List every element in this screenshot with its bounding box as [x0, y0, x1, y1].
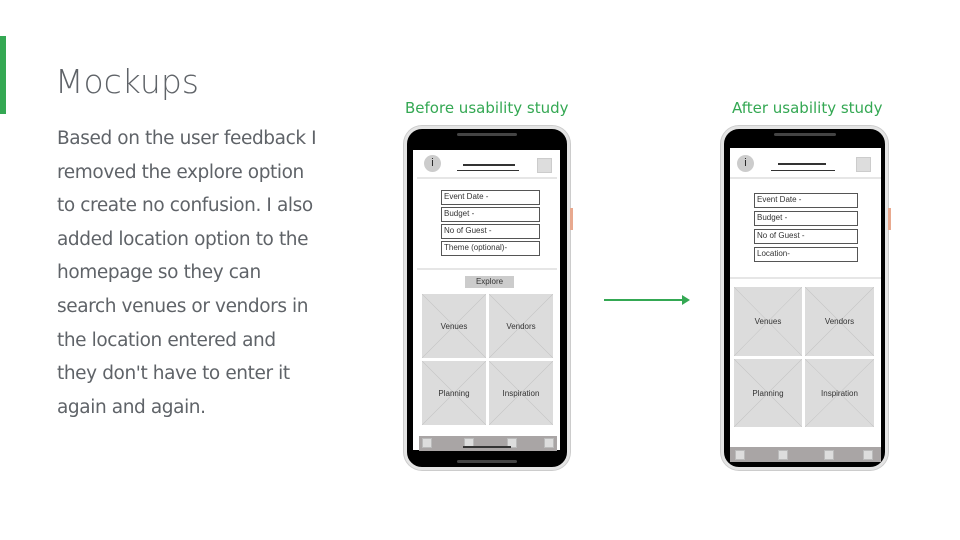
- vendors-tile[interactable]: Vendors: [805, 287, 874, 356]
- venues-tile[interactable]: Venues: [422, 294, 486, 358]
- bottom-nav-bar: [730, 447, 881, 462]
- accent-bar: [0, 36, 6, 114]
- guests-field[interactable]: No of Guest -: [441, 224, 540, 239]
- image-placeholder-icon[interactable]: [537, 158, 552, 173]
- nav-icon[interactable]: [735, 450, 745, 460]
- guests-field[interactable]: No of Guest -: [754, 229, 858, 244]
- budget-field[interactable]: Budget -: [441, 207, 540, 222]
- avatar-icon[interactable]: i: [424, 155, 441, 172]
- header-line: [463, 164, 515, 166]
- phone-side-button: [888, 208, 891, 230]
- divider: [417, 268, 557, 270]
- after-caption: After usability study: [732, 99, 883, 117]
- home-indicator: [463, 446, 511, 448]
- image-placeholder-icon[interactable]: [856, 157, 871, 172]
- header-line: [778, 163, 826, 165]
- event-date-field[interactable]: Event Date -: [441, 190, 540, 205]
- avatar-icon[interactable]: i: [737, 155, 754, 172]
- inspiration-tile[interactable]: Inspiration: [489, 361, 553, 425]
- header-line: [771, 170, 835, 171]
- inspiration-tile[interactable]: Inspiration: [805, 359, 874, 427]
- nav-icon[interactable]: [544, 438, 554, 448]
- location-field[interactable]: Location-: [754, 247, 858, 262]
- planning-tile[interactable]: Planning: [734, 359, 802, 427]
- divider: [417, 177, 557, 179]
- phone-side-button: [570, 208, 573, 230]
- nav-icon[interactable]: [422, 438, 432, 448]
- nav-icon[interactable]: [824, 450, 834, 460]
- budget-field[interactable]: Budget -: [754, 211, 858, 226]
- divider: [730, 177, 881, 179]
- divider: [730, 277, 881, 279]
- explore-button[interactable]: Explore: [465, 276, 514, 288]
- slide-body: Based on the user feedback I removed the…: [57, 128, 317, 418]
- planning-tile[interactable]: Planning: [422, 361, 486, 425]
- event-date-field[interactable]: Event Date -: [754, 193, 858, 208]
- nav-icon[interactable]: [778, 450, 788, 460]
- bottom-nav-bar: [419, 436, 557, 451]
- venues-tile[interactable]: Venues: [734, 287, 802, 356]
- arrow-line: [604, 299, 684, 301]
- theme-field[interactable]: Theme (optional)-: [441, 241, 540, 256]
- phone-speaker: [774, 133, 836, 136]
- phone-speaker: [457, 133, 517, 136]
- before-caption: Before usability study: [405, 99, 569, 117]
- vendors-tile[interactable]: Vendors: [489, 294, 553, 358]
- slide-title: Mockups: [55, 62, 199, 101]
- arrow-right-icon: [682, 295, 690, 305]
- nav-icon[interactable]: [507, 438, 517, 448]
- phone-chin: [457, 460, 517, 463]
- nav-icon[interactable]: [863, 450, 873, 460]
- header-line: [457, 170, 519, 171]
